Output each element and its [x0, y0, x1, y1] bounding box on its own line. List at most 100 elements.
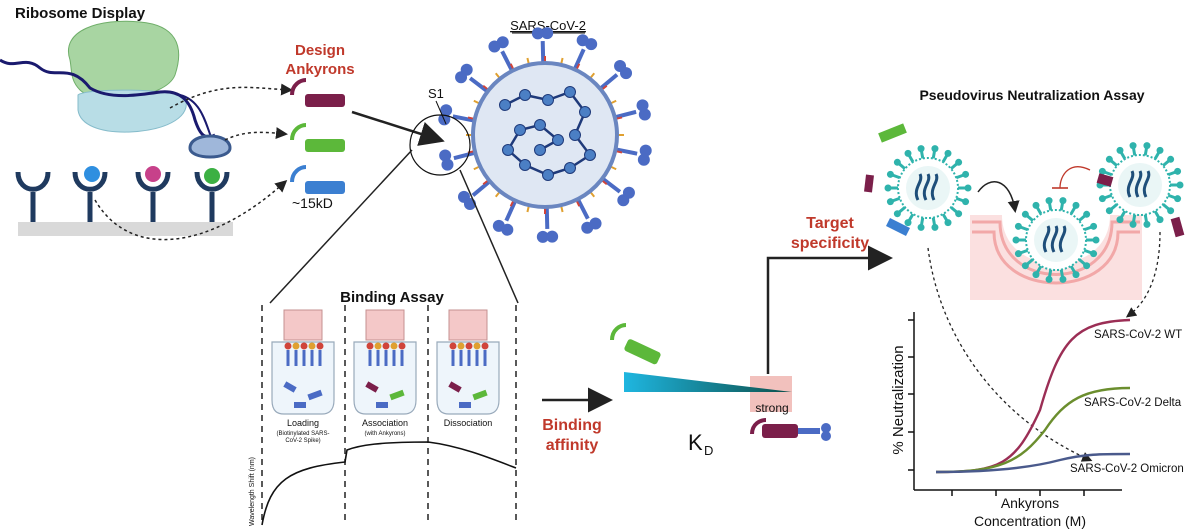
- series-delta-curve: [935, 386, 1131, 474]
- pv-spike-head: [1116, 216, 1124, 224]
- pv-spike-head: [1174, 167, 1182, 175]
- dashed-arrow-green: [224, 127, 288, 141]
- pv-spike-head: [886, 198, 894, 206]
- pv-spike-head: [1059, 275, 1067, 283]
- chart-y-label: % Neutralization: [890, 345, 907, 454]
- ankyron-spike-complex-icon: [750, 418, 831, 441]
- arrow-target-specificity: [766, 245, 893, 374]
- receptors: [15, 171, 230, 222]
- free-molecule: [307, 389, 323, 401]
- target-green-dot: [204, 168, 220, 184]
- kd-subscript: D: [704, 443, 713, 458]
- pseudovirus-left: [884, 145, 972, 231]
- spike-head: [439, 149, 452, 162]
- pv-spike-head: [1098, 195, 1106, 203]
- entry-arrow: [977, 181, 1020, 213]
- biotin-dot: [292, 342, 300, 350]
- binding-assay-title: Binding Assay: [340, 289, 444, 306]
- dashed-arrow-wt: [1125, 231, 1161, 318]
- ribosome-large-subunit-icon: [67, 20, 180, 99]
- design-label-line1: Design: [295, 42, 345, 59]
- biotin-dot: [316, 342, 324, 350]
- ribosome-display-title: Ribosome Display: [15, 5, 146, 22]
- pv-spike-head: [1021, 210, 1029, 218]
- pv-spike-head: [893, 210, 901, 218]
- neutralization-chart: SARS-CoV-2 WT SARS-CoV-2 Delta SARS-CoV-…: [890, 312, 1184, 529]
- kd-gradient-wedge: [624, 372, 792, 392]
- pv-spike-head: [1032, 201, 1040, 209]
- pv-genome: [1134, 170, 1143, 198]
- pv-ankyron-blue-icon: [885, 217, 911, 237]
- spike-head: [638, 108, 651, 121]
- virus-title: SARS-CoV-2: [510, 18, 586, 33]
- spike-head: [455, 71, 468, 84]
- surface-plate: [18, 222, 233, 236]
- spike-stalk: [601, 176, 622, 194]
- biosensor-tip: [365, 309, 405, 341]
- pv-spike-head: [1090, 222, 1098, 230]
- loading-sublabel2: CoV-2 Spike): [285, 438, 320, 444]
- dashed-arrow-omicron: [927, 247, 1093, 462]
- spike-head: [546, 230, 559, 243]
- pv-spike-head: [1167, 155, 1175, 163]
- dashed-arrow-blue: [94, 179, 288, 241]
- pv-ankyron-purple2-icon: [1096, 173, 1114, 187]
- sensorgram-y-label: Wavelength Shift (nm): [249, 457, 256, 526]
- pv-core: [1118, 163, 1162, 207]
- chart-x-label-line2: Concentration (M): [974, 513, 1086, 529]
- design-label-line2: Ankyrons: [285, 61, 354, 78]
- nucleocapsid: [499, 99, 511, 111]
- inhibition-arrow: [1059, 166, 1091, 189]
- spike-stalk: [471, 179, 492, 197]
- size-label: ~15kD: [292, 195, 333, 211]
- ribosome-display-panel: Ribosome Display: [0, 5, 355, 241]
- pv-core: [1034, 218, 1078, 262]
- mrna-strand: [0, 58, 216, 139]
- pv-spike-head: [1072, 271, 1080, 279]
- viral-rna: [499, 86, 596, 181]
- pv-spike-head: [886, 170, 894, 178]
- biotin-dot: [300, 342, 308, 350]
- pv-spike-head: [893, 158, 901, 166]
- biosensor-tip: [448, 309, 488, 341]
- pv-genome: [1058, 225, 1067, 253]
- target-specificity-line1: Target: [806, 215, 854, 232]
- association-label: Association: [362, 418, 408, 428]
- pv-spike-head: [962, 170, 970, 178]
- pv-spike-head: [931, 223, 939, 231]
- pv-spike-head: [1105, 207, 1113, 215]
- pv-spike-head: [884, 184, 892, 192]
- free-molecule: [376, 402, 388, 408]
- free-molecule: [389, 389, 405, 401]
- pv-spike-head: [1014, 250, 1022, 258]
- pv-genome: [914, 173, 923, 201]
- spike-stalk: [453, 150, 476, 161]
- biotin-dot: [449, 342, 457, 350]
- biotin-dot: [382, 342, 390, 350]
- biotin-dot: [457, 342, 465, 350]
- pv-spike-head: [1167, 207, 1175, 215]
- pv-spike-head: [1143, 220, 1151, 228]
- target-blue-dot: [84, 166, 100, 182]
- pv-spike-head: [1105, 155, 1113, 163]
- displayed-binder-icon: [188, 134, 232, 159]
- strong-highlight: [750, 376, 792, 412]
- pv-spike-head: [1098, 167, 1106, 175]
- well-loading: Loading(Biotinylated SARS-CoV-2 Spike): [271, 309, 335, 444]
- ribosome-small-subunit-icon: [77, 89, 187, 133]
- dashed-arrow-purple: [169, 83, 293, 109]
- spike-stalk: [614, 109, 637, 120]
- biotin-dot: [465, 342, 473, 350]
- zoom-line-left: [269, 149, 413, 304]
- pseudovirus-title: Pseudovirus Neutralization Assay: [919, 87, 1144, 103]
- pv-spike-head: [1156, 216, 1164, 224]
- spike-head: [614, 60, 627, 73]
- dissociation-label: Dissociation: [444, 418, 493, 428]
- spike-stalk: [572, 48, 586, 71]
- sars-cov-2-virion: SARS-CoV-2 S1: [409, 18, 652, 243]
- spike-head: [536, 230, 549, 243]
- binding-assay-panel: Binding Assay Loading(Biotinylated SARS-…: [249, 289, 517, 526]
- pv-spike-head: [1059, 197, 1067, 205]
- spike-stalk: [504, 199, 518, 222]
- pv-spike-head: [1090, 250, 1098, 258]
